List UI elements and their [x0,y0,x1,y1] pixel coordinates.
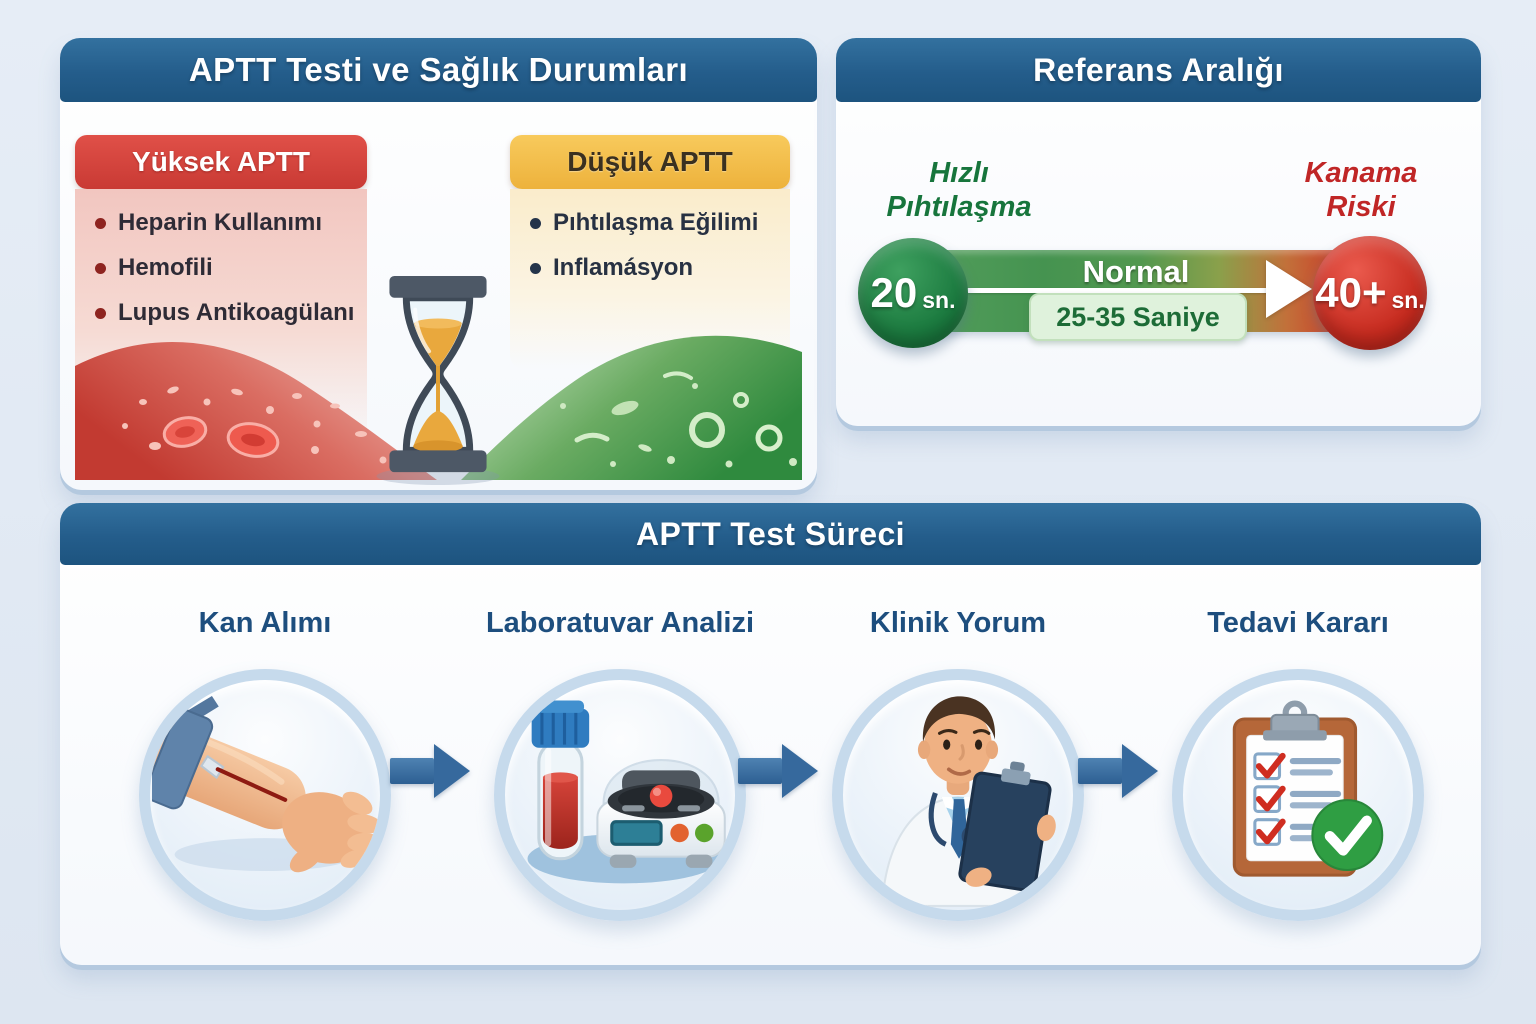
bullet-item: Lupus Antikoagülanı [95,299,357,327]
arrow-head [434,744,470,798]
doctor-clipboard-icon [880,696,1056,907]
bullet-item: Hemofili [95,254,357,282]
step-circle-clinical-review [832,669,1084,921]
step-arrow-icon [738,744,818,798]
step-circle-lab-analysis [494,669,746,921]
bleeding-risk-line2: Riski [1326,191,1396,223]
step-title-lab-analysis: Laboratuvar Analizi [485,607,755,639]
conditions-panel: APTT Testi ve Sağlık Durumları Yüksek AP… [60,38,817,490]
step-title-treatment-decision: Tedavi Kararı [1207,607,1389,639]
range-arrow-icon [1266,260,1312,318]
bullet-label: Inflamásyon [553,254,694,281]
reference-panel-title: Referans Aralığı [836,38,1481,102]
step-arrow-icon [390,744,470,798]
step-circle-blood-draw [139,669,391,921]
bullet-dot-icon [95,307,106,319]
arrow-shaft [390,758,434,784]
normal-label: Normal [1082,254,1190,289]
step-arrow-icon [1078,744,1158,798]
bullet-item: Heparin Kullanımı [95,209,357,237]
min-unit: sn. [922,287,956,313]
fast-clotting-line2: Pıhtılaşma [886,191,1032,223]
step-title-clinical-review: Klinik Yorum [869,607,1047,639]
red-blood-cells-decoration [75,342,437,480]
centrifuge-tube-icon [527,700,726,884]
bullet-label: Lupus Antikoagülanı [118,299,355,326]
bullet-dot-icon [95,262,106,274]
bullet-dot-icon [530,217,541,229]
min-value-circle: 20 sn. [858,238,968,348]
bullet-dot-icon [530,262,541,274]
arrow-head [782,744,818,798]
max-unit: sn. [1391,287,1425,313]
arrow-shaft [1078,758,1122,784]
green-cells-decoration [461,335,802,480]
low-aptt-list: Pıhtılaşma Eğilimi Inflamásyon [510,189,790,369]
step-title-blood-draw: Kan Alımı [198,607,332,639]
bullet-label: Hemofili [118,254,213,281]
bullet-label: Pıhtılaşma Eğilimi [553,209,759,236]
normal-range-badge: 25-35 Saniye [1029,293,1247,341]
bullet-dot-icon [95,217,106,229]
conditions-panel-title: APTT Testi ve Sağlık Durumları [60,38,817,102]
checklist-approved-icon [1232,700,1384,877]
low-aptt-title: Düşük APTT [510,135,790,189]
bleeding-risk-line1: Kanama [1304,157,1418,189]
process-panel: APTT Test Süreci Kan Alımı Laboratuvar A… [60,503,1481,965]
fast-clotting-label: Hızlı Pıhtılaşma [854,156,1064,224]
bleeding-risk-label: Kanama Riski [1256,156,1466,224]
process-panel-title: APTT Test Süreci [60,503,1481,565]
max-value-circle: 40+ sn. [1313,236,1427,350]
bullet-item: Inflamásyon [530,254,780,282]
low-aptt-card: Düşük APTT Pıhtılaşma Eğilimi Inflamásyo… [510,135,790,369]
range-arrow-shaft [966,288,1276,293]
bullet-label: Heparin Kullanımı [118,209,323,236]
max-value: 40+ [1315,269,1387,316]
arrow-head [1122,744,1158,798]
hourglass-icon [376,275,500,486]
min-value: 20 [870,269,918,316]
step-circle-treatment-decision [1172,669,1424,921]
high-aptt-title: Yüksek APTT [75,135,367,189]
reference-panel: Referans Aralığı Hızlı Pıhtılaşma Kanama… [836,38,1481,426]
cells-decoration [75,335,802,480]
blood-draw-arm-icon [152,696,378,873]
bullet-item: Pıhtılaşma Eğilimi [530,209,780,237]
arrow-shaft [738,758,782,784]
fast-clotting-line1: Hızlı [929,157,989,189]
